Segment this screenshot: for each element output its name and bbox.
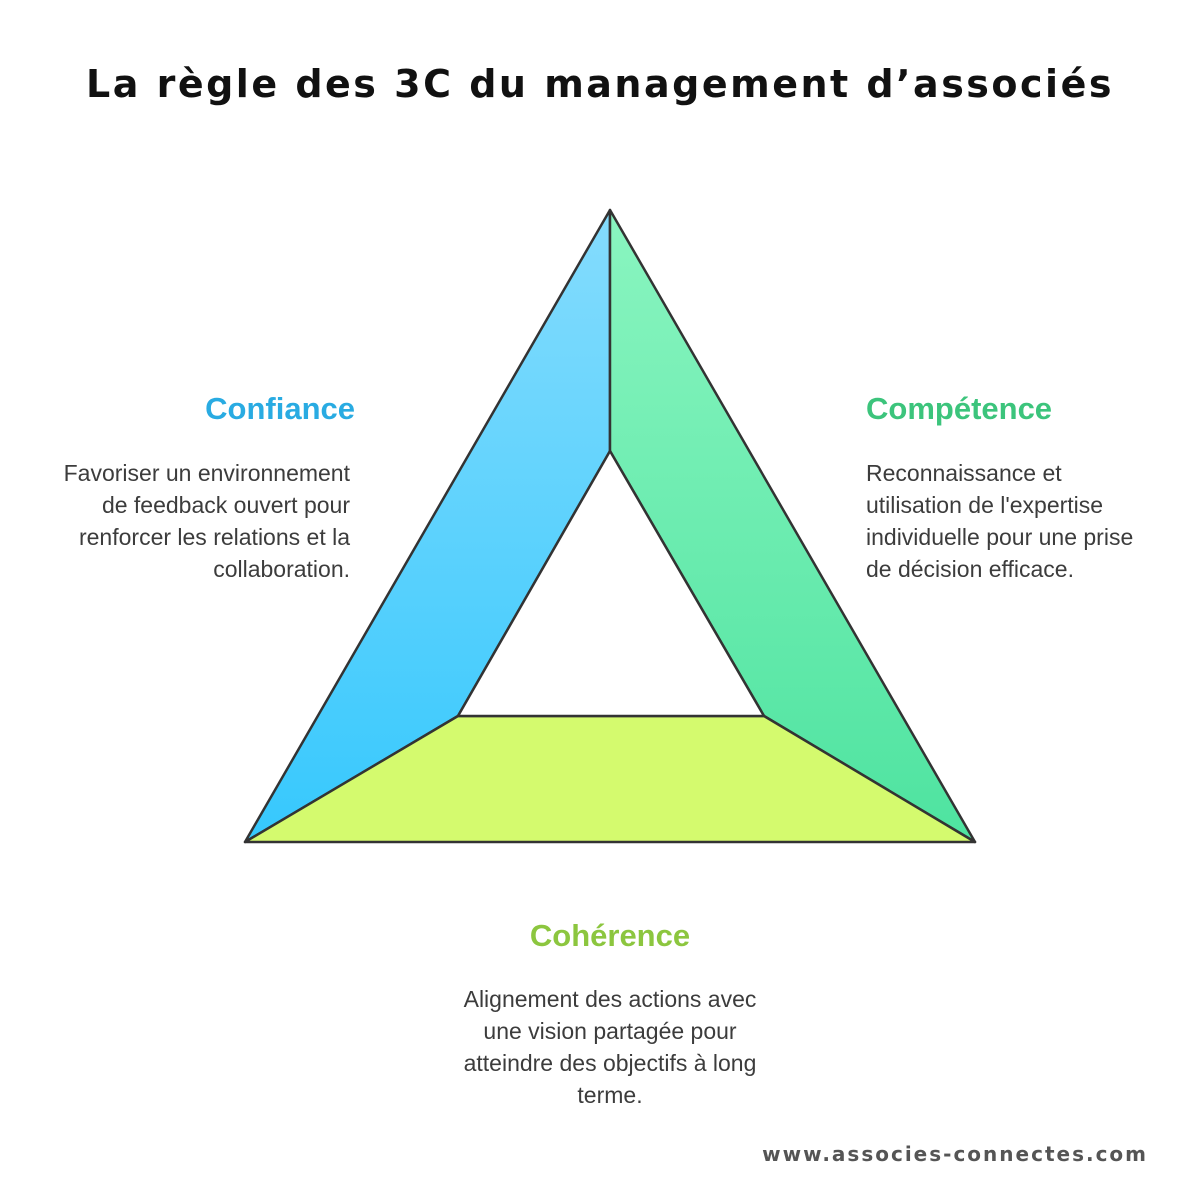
page-title: La règle des 3C du management d’associés (86, 62, 1114, 106)
confiance-description: Favoriser un environnement de feedback o… (63, 460, 350, 582)
confiance-title: Confiance (205, 391, 355, 426)
competence-title: Compétence (866, 391, 1053, 426)
coherence-description: Alignement des actions avec une vision p… (463, 986, 757, 1108)
competence-description: Reconnaissance et utilisation de l'exper… (866, 460, 1134, 582)
inner-triangle (456, 449, 766, 718)
coherence-title: Cohérence (529, 918, 691, 953)
footer-url: www.associes-connectes.com (762, 1142, 1148, 1166)
